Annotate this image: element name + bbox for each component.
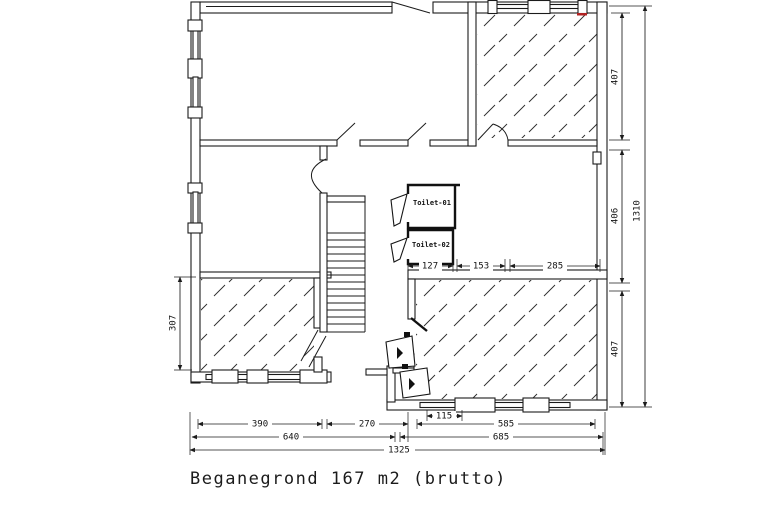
bottom-left-room-right-wall-lower — [313, 356, 323, 373]
hatch-fills — [201, 14, 597, 399]
door-hinge-nub — [404, 332, 410, 337]
dim-bottom-left: 390 — [252, 420, 268, 430]
dimension-annotations: 407 406 407 1310 307 127 153 285 115 — [169, 5, 652, 456]
bottom-right-room-top-wall — [407, 269, 608, 280]
door-arrow-icon — [409, 378, 415, 390]
mid-wall-b — [359, 139, 409, 147]
left-window-glass — [192, 191, 199, 225]
right-wall — [596, 1, 608, 411]
plan-title: Beganegrond 167 m2 (brutto) — [190, 469, 507, 489]
bottom-left-room-door-leaf — [308, 335, 327, 368]
bottom-right-room-hatch — [416, 280, 597, 399]
toilet-1-walls — [406, 183, 460, 230]
dim-right-top: 407 — [611, 69, 621, 85]
dim-window-width: 115 — [436, 412, 452, 422]
left-window-glass — [192, 76, 199, 109]
dim-right-bottom: 407 — [611, 341, 621, 357]
bottom-left-window-post — [246, 369, 269, 384]
hall-door-leaf — [407, 122, 427, 141]
doors — [300, 1, 509, 399]
swing-door-leaf — [399, 367, 431, 399]
porch-threshold — [365, 368, 388, 376]
revision-mark — [577, 13, 587, 16]
stair-door-swing — [311, 158, 327, 194]
bottom-right-room-left-wall — [407, 278, 416, 320]
dim-subtotal-left: 640 — [283, 433, 299, 443]
entrance-door-leaf — [391, 1, 431, 14]
toilet-2-door-leaf — [390, 237, 408, 263]
dim-hall-width: 153 — [473, 262, 489, 272]
door-hinge-nub — [402, 364, 408, 369]
door-arrow-icon — [397, 347, 403, 359]
left-mid-room-bottom-wall — [199, 271, 332, 279]
left-window-post — [187, 19, 203, 32]
bottom-left-room-door-leaf — [300, 329, 319, 362]
mid-wall-a — [199, 139, 338, 147]
top-window-post — [487, 0, 498, 15]
dim-subtotal-right: 685 — [493, 433, 509, 443]
dim-right-middle: 406 — [611, 208, 621, 224]
windows — [187, 0, 588, 413]
dim-room-width: 285 — [547, 262, 563, 272]
top-right-room-door-swing — [492, 123, 509, 141]
toilet-rooms: Toilet-01 Toilet-02 — [390, 183, 460, 266]
bottom-left-room-hatch — [201, 279, 314, 371]
top-right-room-hatch — [477, 14, 597, 138]
stair-wall-upper — [319, 145, 328, 161]
top-right-room-door-leaf — [477, 123, 494, 141]
bottom-right-window-post — [454, 397, 496, 413]
bottom-right-window-post — [522, 397, 550, 413]
bottom-right-room-jog-wall — [410, 317, 428, 332]
dim-bottom-center: 270 — [359, 420, 375, 430]
dim-left-room-height: 307 — [169, 315, 179, 331]
toilet-2-label: Toilet-02 — [412, 241, 450, 249]
left-window-post — [187, 106, 203, 119]
left-window-glass — [192, 29, 199, 61]
top-window-post — [527, 0, 551, 15]
dim-right-total: 1310 — [633, 200, 643, 222]
dim-total-width: 1325 — [388, 446, 410, 456]
staircase — [319, 145, 366, 333]
stair-top-edge — [326, 195, 366, 203]
hall-door-leaf — [336, 122, 356, 141]
top-wall-left — [199, 1, 393, 14]
dim-bottom-right: 585 — [498, 420, 514, 430]
top-right-room-bottom-wall — [507, 139, 598, 147]
left-window-post — [187, 222, 203, 234]
bottom-left-window-post — [211, 369, 239, 384]
left-window-post — [187, 58, 203, 79]
top-rooms-divider-wall — [467, 1, 477, 147]
toilet-1-label: Toilet-01 — [413, 199, 451, 207]
top-window-post — [577, 0, 588, 15]
dim-toilet-width: 127 — [422, 262, 438, 272]
right-wall-jog — [592, 151, 602, 165]
toilet-1-door-leaf — [390, 193, 408, 227]
stair-wall-lower — [319, 192, 328, 333]
